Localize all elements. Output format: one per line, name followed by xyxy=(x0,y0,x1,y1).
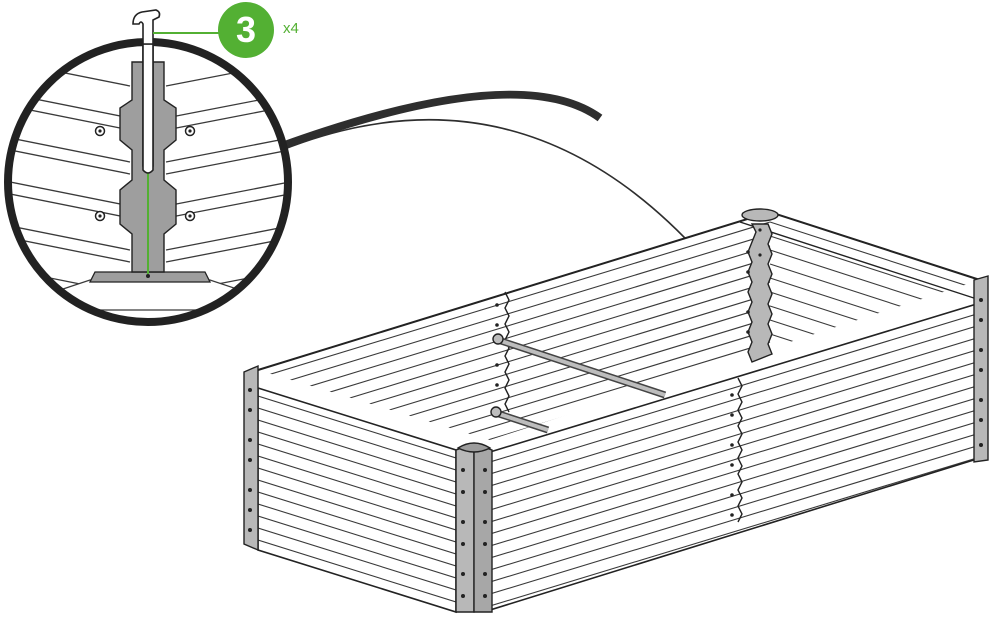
corner-post-icon xyxy=(741,208,779,363)
quantity-label: x4 xyxy=(283,20,299,37)
brace-rod-icon xyxy=(490,333,667,434)
corner-post-icon xyxy=(455,442,493,613)
pin-icon xyxy=(132,9,161,174)
step-number-badge: 3 xyxy=(218,2,274,58)
magnifier-callout xyxy=(4,38,292,326)
garden-bed-icon xyxy=(243,208,989,614)
